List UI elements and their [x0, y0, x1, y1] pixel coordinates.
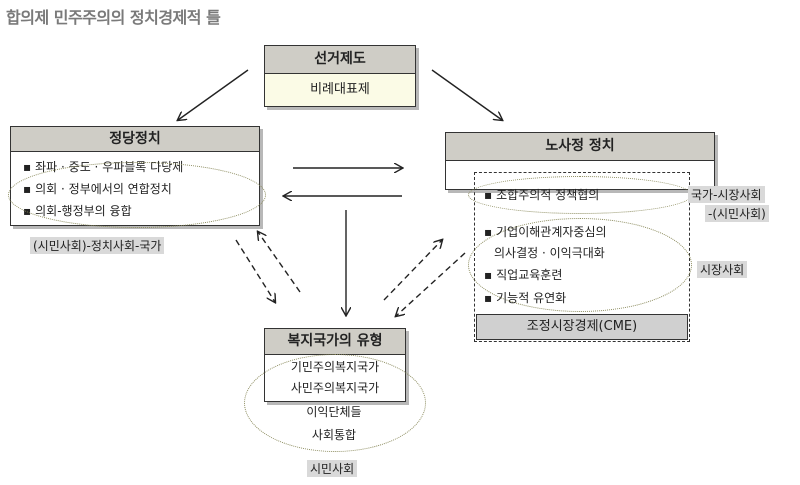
- electoral-system-sub: 비례대표제: [265, 74, 415, 106]
- cme-label: 조정시장경제(CME): [526, 319, 638, 334]
- welfare-item-3: 사회통합: [311, 428, 357, 442]
- labor-item-top: 조합주의적 정책협의: [484, 186, 599, 203]
- welfare-item-2: 이익단체들: [306, 405, 362, 419]
- dashed-arrow-welfare-to-labor: [383, 240, 442, 301]
- labor-bottom-ellipse: [468, 218, 692, 312]
- party-ellipse: [8, 162, 266, 228]
- dashed-arrow-party-to-welfare: [235, 239, 275, 302]
- civil-society-label: 시민사회: [307, 460, 358, 477]
- welfare-state-header: 복지국가의 유형: [265, 329, 405, 355]
- labor-item-1: 의사결정 · 이익극대화: [494, 246, 605, 260]
- welfare-ellipse: [244, 354, 426, 452]
- label-civil-society: -(시민사회): [705, 205, 769, 222]
- labor-politics-header: 노사정 정치: [446, 133, 714, 161]
- label-state-market: 국가-시장사회: [688, 186, 765, 203]
- page-title: 합의제 민주주의의 정치경제적 틀: [6, 8, 221, 27]
- labor-item-0: 기업이해관계자중심의: [484, 223, 606, 240]
- arrow-electoral-to-labor: [431, 69, 502, 120]
- electoral-system-header: 선거제도: [265, 46, 415, 74]
- party-label: (시민사회)-정치사회-국가: [30, 237, 165, 254]
- electoral-system-box: 선거제도 비례대표제: [264, 45, 416, 107]
- labor-item-2: 직업교육훈련: [484, 266, 562, 283]
- label-market-society: 시장사회: [697, 261, 748, 278]
- labor-item-3: 기능적 유연화: [484, 289, 566, 306]
- party-politics-header: 정당정치: [11, 127, 259, 152]
- dashed-arrow-labor-to-welfare: [396, 252, 466, 316]
- dashed-arrow-welfare-to-party: [258, 232, 301, 293]
- cme-box: 조정시장경제(CME): [476, 314, 688, 340]
- arrow-electoral-to-party: [178, 69, 249, 120]
